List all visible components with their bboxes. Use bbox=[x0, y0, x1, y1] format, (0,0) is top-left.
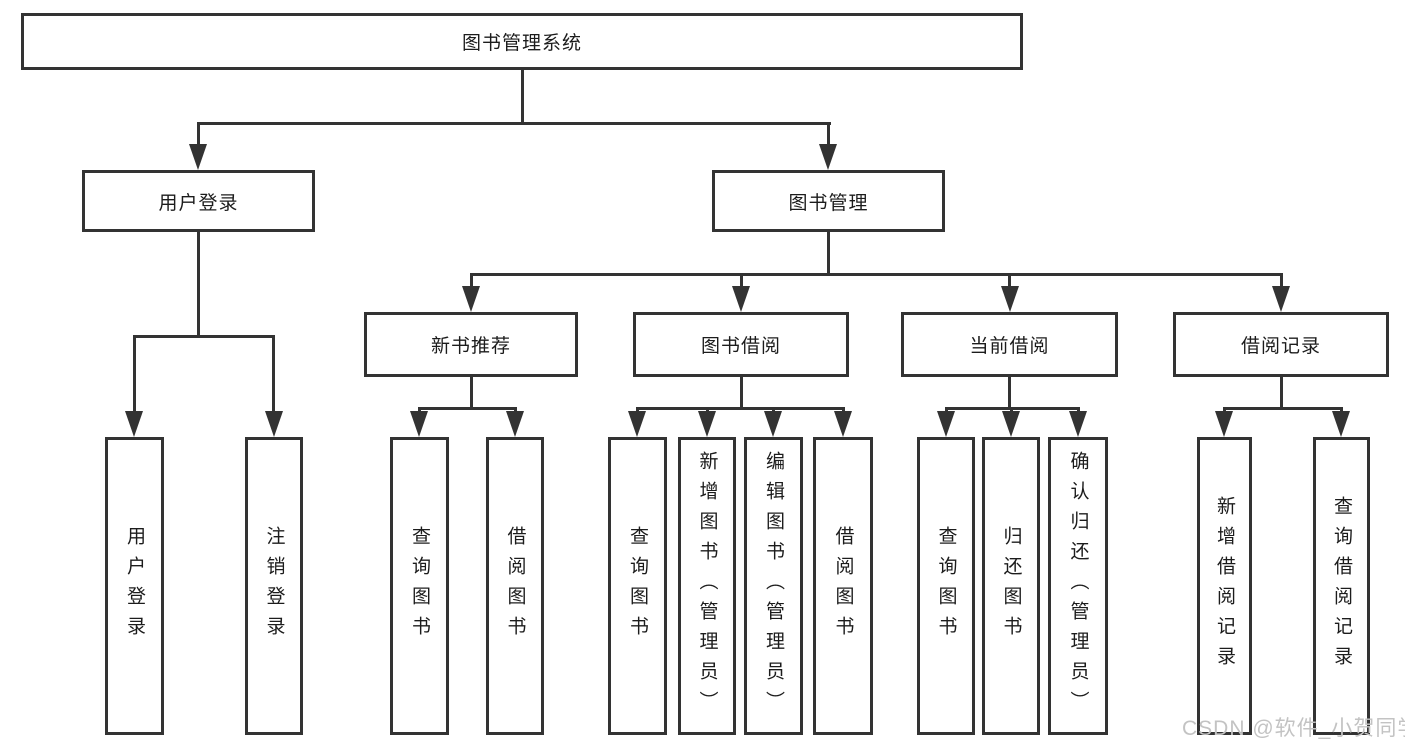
connector-line bbox=[418, 407, 517, 410]
leaf-borrow-book-1-label: 借阅图书 bbox=[504, 526, 526, 646]
leaf-user-login-label: 用户登录 bbox=[124, 526, 145, 646]
leaf-query-borrow-record-label: 查询借阅记录 bbox=[1331, 496, 1352, 676]
connector-line bbox=[1280, 273, 1283, 288]
node-user-login-label: 用户登录 bbox=[158, 192, 239, 214]
leaf-query-book-1-label: 查询图书 bbox=[409, 526, 430, 646]
leaf-query-book-1: 查询图书 bbox=[390, 437, 449, 735]
arrow-down-icon bbox=[462, 286, 480, 312]
leaf-borrow-book-1: 借阅图书 bbox=[486, 437, 544, 735]
node-library-system: 图书管理系统 bbox=[21, 13, 1023, 70]
connector-line bbox=[740, 273, 743, 288]
leaf-edit-book-admin: 编辑图书（管理员） bbox=[744, 437, 803, 735]
connector-line bbox=[521, 68, 524, 124]
arrow-down-icon bbox=[1002, 411, 1020, 437]
connector-line bbox=[827, 122, 830, 146]
connector-line bbox=[1008, 273, 1011, 288]
leaf-query-borrow-record: 查询借阅记录 bbox=[1313, 437, 1370, 735]
leaf-return-book-label: 归还图书 bbox=[1000, 526, 1022, 646]
arrow-down-icon bbox=[1215, 411, 1233, 437]
leaf-borrow-book-2: 借阅图书 bbox=[813, 437, 873, 735]
leaf-return-book: 归还图书 bbox=[982, 437, 1040, 735]
arrow-down-icon bbox=[764, 411, 782, 437]
arrow-down-icon bbox=[125, 411, 143, 437]
node-book-borrow-label: 图书借阅 bbox=[700, 336, 781, 357]
leaf-user-login: 用户登录 bbox=[105, 437, 164, 735]
arrow-down-icon bbox=[1272, 286, 1290, 312]
connector-line bbox=[197, 122, 831, 125]
leaf-confirm-return-admin-label: 确认归还（管理员） bbox=[1067, 451, 1089, 721]
connector-line bbox=[1340, 407, 1343, 413]
connector-line bbox=[740, 377, 743, 410]
node-new-book-recommend: 新书推荐 bbox=[364, 312, 578, 377]
node-library-system-label: 图书管理系统 bbox=[461, 33, 582, 54]
node-new-book-recommend-label: 新书推荐 bbox=[430, 336, 511, 357]
connector-line bbox=[133, 335, 136, 413]
connector-line bbox=[197, 232, 200, 338]
connector-line bbox=[133, 335, 275, 338]
leaf-query-book-3: 查询图书 bbox=[917, 437, 975, 735]
connector-line bbox=[706, 407, 709, 413]
connector-line bbox=[1008, 377, 1011, 410]
leaf-add-book-admin-label: 新增图书（管理员） bbox=[696, 451, 718, 721]
leaf-add-borrow-record-label: 新增借阅记录 bbox=[1214, 496, 1235, 676]
arrow-down-icon bbox=[1001, 286, 1019, 312]
arrow-down-icon bbox=[265, 411, 283, 437]
leaf-add-borrow-record: 新增借阅记录 bbox=[1197, 437, 1252, 735]
node-current-borrow-label: 当前借阅 bbox=[969, 336, 1050, 357]
connector-line bbox=[945, 407, 948, 413]
node-book-borrow: 图书借阅 bbox=[633, 312, 849, 377]
leaf-query-book-2-label: 查询图书 bbox=[627, 526, 648, 646]
connector-line bbox=[842, 407, 845, 413]
connector-line bbox=[470, 273, 1282, 276]
node-user-login: 用户登录 bbox=[82, 170, 315, 232]
connector-line bbox=[197, 122, 200, 146]
connector-line bbox=[827, 232, 830, 276]
connector-line bbox=[1223, 407, 1343, 410]
node-book-management: 图书管理 bbox=[712, 170, 945, 232]
arrow-down-icon bbox=[732, 286, 750, 312]
connector-line bbox=[636, 407, 639, 413]
arrow-down-icon bbox=[628, 411, 646, 437]
arrow-down-icon bbox=[937, 411, 955, 437]
connector-line bbox=[1223, 407, 1226, 413]
connector-line bbox=[636, 407, 845, 410]
arrow-down-icon bbox=[698, 411, 716, 437]
leaf-query-book-3-label: 查询图书 bbox=[935, 526, 957, 646]
leaf-query-book-2: 查询图书 bbox=[608, 437, 667, 735]
arrow-down-icon bbox=[819, 144, 837, 170]
leaf-logout: 注销登录 bbox=[245, 437, 303, 735]
arrow-down-icon bbox=[189, 144, 207, 170]
connector-line bbox=[1280, 377, 1283, 410]
connector-line bbox=[470, 273, 473, 288]
leaf-logout-label: 注销登录 bbox=[263, 526, 285, 646]
connector-line bbox=[1010, 407, 1013, 413]
node-current-borrow: 当前借阅 bbox=[901, 312, 1118, 377]
leaf-borrow-book-2-label: 借阅图书 bbox=[832, 526, 854, 646]
csdn-watermark: CSDN @软件_小贺同学 bbox=[1182, 717, 1405, 740]
arrow-down-icon bbox=[834, 411, 852, 437]
connector-line bbox=[1077, 407, 1080, 413]
arrow-down-icon bbox=[410, 411, 428, 437]
leaf-edit-book-admin-label: 编辑图书（管理员） bbox=[763, 451, 784, 721]
node-borrow-record: 借阅记录 bbox=[1173, 312, 1389, 377]
node-borrow-record-label: 借阅记录 bbox=[1240, 336, 1321, 357]
connector-line bbox=[514, 407, 517, 413]
node-book-management-label: 图书管理 bbox=[788, 192, 869, 214]
connector-line bbox=[272, 335, 275, 413]
arrow-down-icon bbox=[1069, 411, 1087, 437]
connector-line bbox=[772, 407, 775, 413]
arrow-down-icon bbox=[506, 411, 524, 437]
connector-line bbox=[418, 407, 421, 413]
arrow-down-icon bbox=[1332, 411, 1350, 437]
connector-line bbox=[470, 377, 473, 410]
leaf-add-book-admin: 新增图书（管理员） bbox=[678, 437, 736, 735]
leaf-confirm-return-admin: 确认归还（管理员） bbox=[1048, 437, 1108, 735]
